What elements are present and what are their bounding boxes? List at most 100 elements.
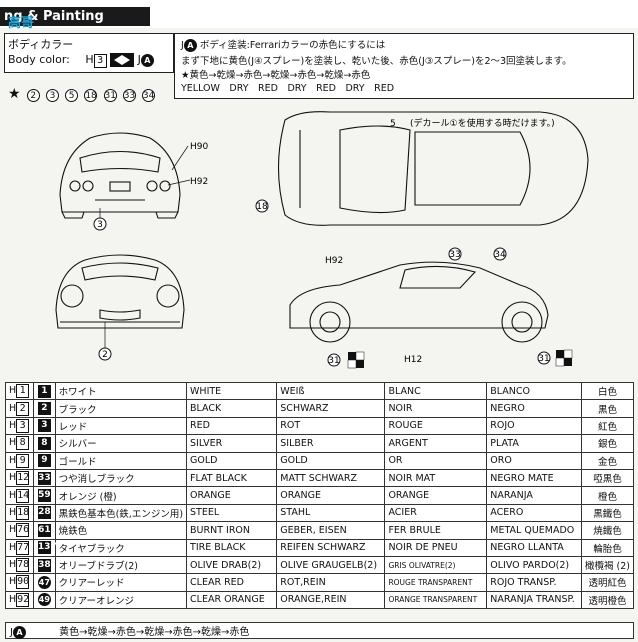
color-en: CLEAR RED [186, 573, 278, 592]
paint-number-cell: 59 [33, 486, 56, 505]
checker-icon [347, 351, 365, 369]
color-jp: シルバー [54, 434, 188, 453]
note-line3: ★黄色→乾燥→赤色→乾燥→赤色→乾燥→赤色 [181, 70, 371, 81]
h-code-cell: H92 [4, 590, 35, 610]
h-code-cell: H76 [4, 521, 35, 540]
color-fr: ORANGE [384, 486, 488, 505]
h-prefix: H [9, 489, 17, 501]
color-de: GEBER, EISEN [276, 521, 386, 540]
color-jp: ゴールド [54, 451, 188, 470]
front-view-car [55, 254, 185, 329]
paint-number: 137 [37, 541, 57, 555]
color-cn: 橄欖褐 (2) [580, 555, 635, 575]
note-line2: まず下地に黄色(J④スプレー)を塗装し、乾いた後、赤色(J③スプレー)を2～3回… [181, 56, 572, 67]
color-es: NARANJA [486, 486, 582, 505]
h-number: 77 [16, 540, 30, 555]
color-cn: 輪胎色 [580, 538, 635, 557]
color-es: NEGRO LLANTA [486, 538, 582, 557]
color-fr: ROUGE [384, 416, 488, 436]
part-number: 31 [103, 89, 117, 102]
callout-number: 31 [328, 356, 339, 366]
h-number: 90 [16, 575, 30, 590]
callout-number: 31 [538, 354, 549, 364]
paint-number-cell: 8 [33, 434, 56, 453]
color-jp: クリアーオレンジ [54, 590, 188, 610]
color-fr: BLANC [384, 381, 488, 401]
callout-number: 5 [390, 119, 396, 129]
paint-number: 47 [37, 575, 51, 589]
color-en: STEEL [186, 503, 278, 523]
color-de: SCHWARZ [276, 399, 386, 418]
color-es: NEGRO MATE [486, 468, 582, 488]
color-en: WHITE [186, 381, 278, 401]
color-en: SILVER [186, 434, 278, 453]
color-es: ORO [486, 451, 582, 470]
paint-number-cell: 49 [33, 590, 56, 610]
color-cn: 白色 [580, 381, 635, 401]
color-en: RED [186, 416, 278, 436]
h-prefix: H [9, 437, 17, 449]
h-number: 76 [16, 523, 30, 538]
rear-view-car [59, 132, 181, 219]
paint-number-cell: 47 [33, 573, 56, 592]
color-jp: レッド [54, 416, 188, 436]
paint-number: 8 [37, 436, 51, 450]
color-es: METAL QUEMADO [486, 521, 582, 540]
color-jp: オレンジ (橙) [54, 486, 188, 505]
body-color-j-num: A [140, 54, 154, 67]
paint-number: 38 [37, 558, 51, 572]
paint-number: 28 [37, 506, 51, 520]
h-code-cell: H12 [4, 468, 35, 488]
color-es: NEGRO [486, 399, 582, 418]
color-jp: つや消しブラック [54, 468, 188, 488]
footer-j: J [10, 627, 13, 638]
parts-list: ★ 2 3 5 18 31 33 34 [8, 86, 158, 102]
h-code-cell: H77 [4, 538, 35, 557]
paint-number-cell: 3 [33, 416, 56, 436]
body-color-label-en: Body color: [8, 53, 70, 66]
paint-number: 3 [37, 419, 51, 433]
color-en: TIRE BLACK [186, 538, 278, 557]
color-cn: 透明紅色 [580, 573, 635, 592]
color-es: ROJO [486, 416, 582, 436]
color-es: ACERO [486, 503, 582, 523]
body-color-j: J [137, 53, 141, 66]
body-color-h: H [85, 53, 94, 66]
color-jp: クリアーレッド [54, 573, 188, 592]
color-de: GOLD [276, 451, 386, 470]
note-j: J [181, 40, 184, 51]
h-code-cell: H18 [4, 503, 35, 523]
footer-sequence: 黄色→乾燥→赤色→乾燥→赤色→乾燥→赤色 [59, 627, 250, 638]
h-prefix: H [9, 402, 17, 414]
h-number: 12 [16, 471, 30, 486]
callout-code: H92 [190, 177, 208, 187]
color-fr: OR [384, 451, 488, 470]
color-cn: 黒色 [580, 399, 635, 418]
header: ng & Painting 高哥 [0, 0, 638, 31]
part-number: 2 [26, 89, 40, 102]
part-number: 33 [122, 89, 136, 102]
footer-j-num: A [12, 626, 26, 639]
h-number: 78 [16, 558, 30, 573]
part-number: 34 [141, 89, 155, 102]
color-en: CLEAR ORANGE [186, 590, 278, 610]
h-number: 9 [16, 453, 30, 468]
paint-number: 61 [37, 523, 51, 537]
color-de: SILBER [276, 434, 386, 453]
color-fr: FER BRULE [384, 521, 488, 540]
color-fr: ARGENT [384, 434, 488, 453]
color-de: WEIß [276, 381, 386, 401]
